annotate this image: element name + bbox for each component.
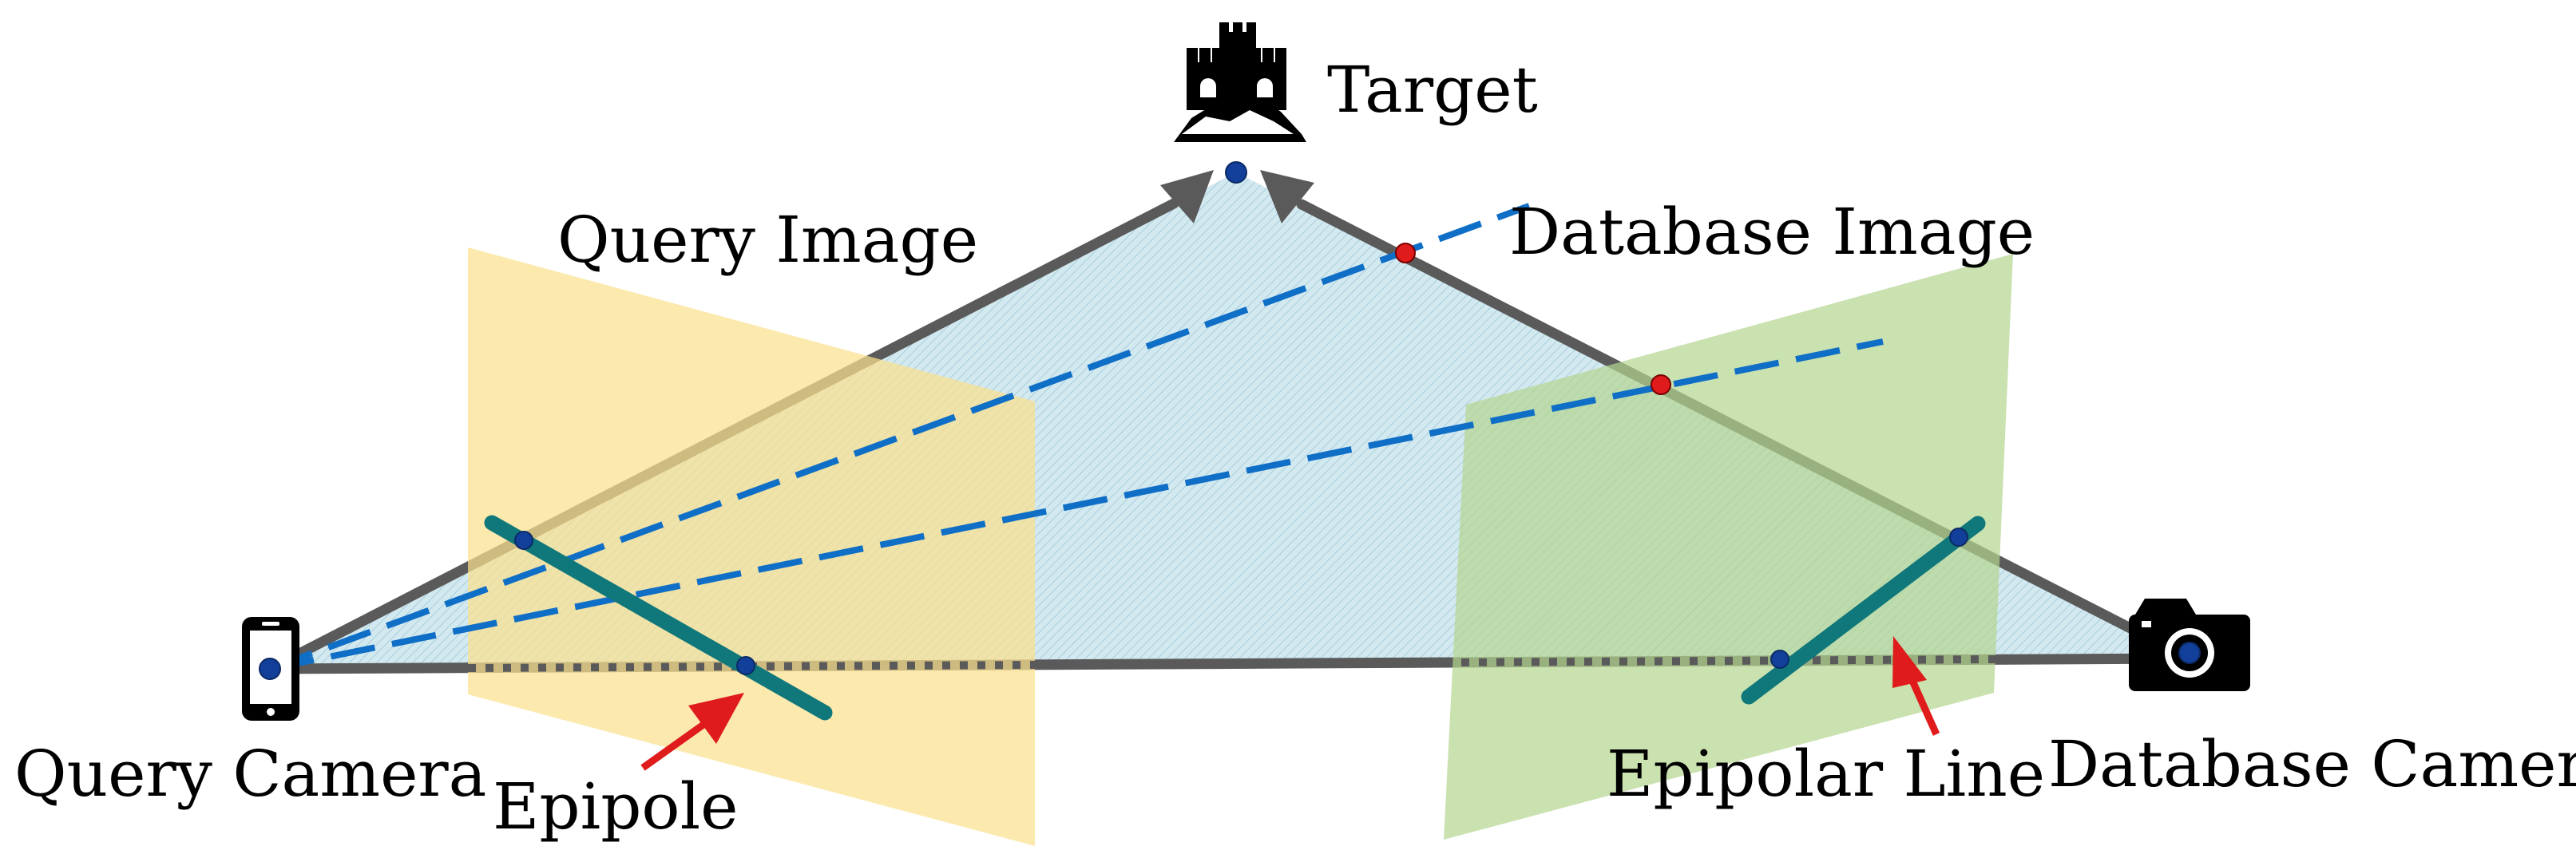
epipolar-line-query [484,515,833,721]
database-image-label: Database Image [1509,195,2035,269]
epipole-pointer-arrowhead [688,693,744,744]
epipolar-line-label: Epipolar Line [1607,737,2045,811]
query-sightline-arrowhead [1160,170,1214,223]
ray-intersection-point-lower [1651,374,1671,395]
query-image-projection-point [514,531,533,550]
database-epipolar-line-point [1949,528,1968,547]
database-camera-label: Database Camera [2048,727,2576,801]
epipolar-line-pointer-arrow [1908,679,1940,736]
epipolar-line-pointer-arrowhead [1892,636,1927,688]
query-camera-label: Query Camera [14,737,486,811]
target-label: Target [1327,53,1538,127]
epipole-label: Epipole [493,769,739,844]
database-sightline-arrowhead [1260,170,1314,223]
query-image-label: Query Image [557,203,978,277]
target-point [1225,161,1247,184]
epipolar-line-database [1741,516,1986,705]
smartphone-icon [242,617,299,721]
ray-intersection-point-upper [1395,243,1416,263]
epipole-point-query [736,656,755,675]
epipole-point-database [1770,650,1789,669]
epipole-pointer-arrow [640,719,709,771]
projection-ray-upper [268,203,1531,672]
castle-icon [1174,22,1306,142]
projection-ray-lower [269,338,1884,672]
camera-icon [2129,599,2250,691]
query-image-plane [468,247,1035,846]
